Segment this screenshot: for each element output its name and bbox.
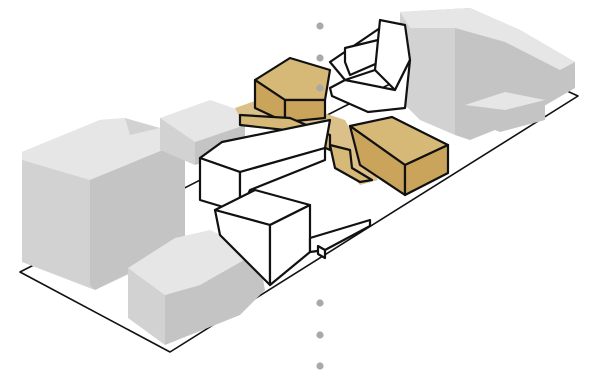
proposed-volume-gold (235, 56, 450, 197)
axis-dot (316, 84, 324, 92)
axis-dot (316, 362, 324, 370)
axis-dots-top (316, 22, 324, 92)
axis-dots-bottom (316, 299, 324, 370)
axis-dot (316, 299, 324, 307)
existing-volumes-white (198, 18, 412, 287)
context-building-front-left (128, 230, 265, 345)
axis-dot (316, 54, 324, 62)
axis-dot (316, 331, 324, 339)
context-building-right (400, 8, 575, 140)
axis-dot (316, 22, 324, 30)
